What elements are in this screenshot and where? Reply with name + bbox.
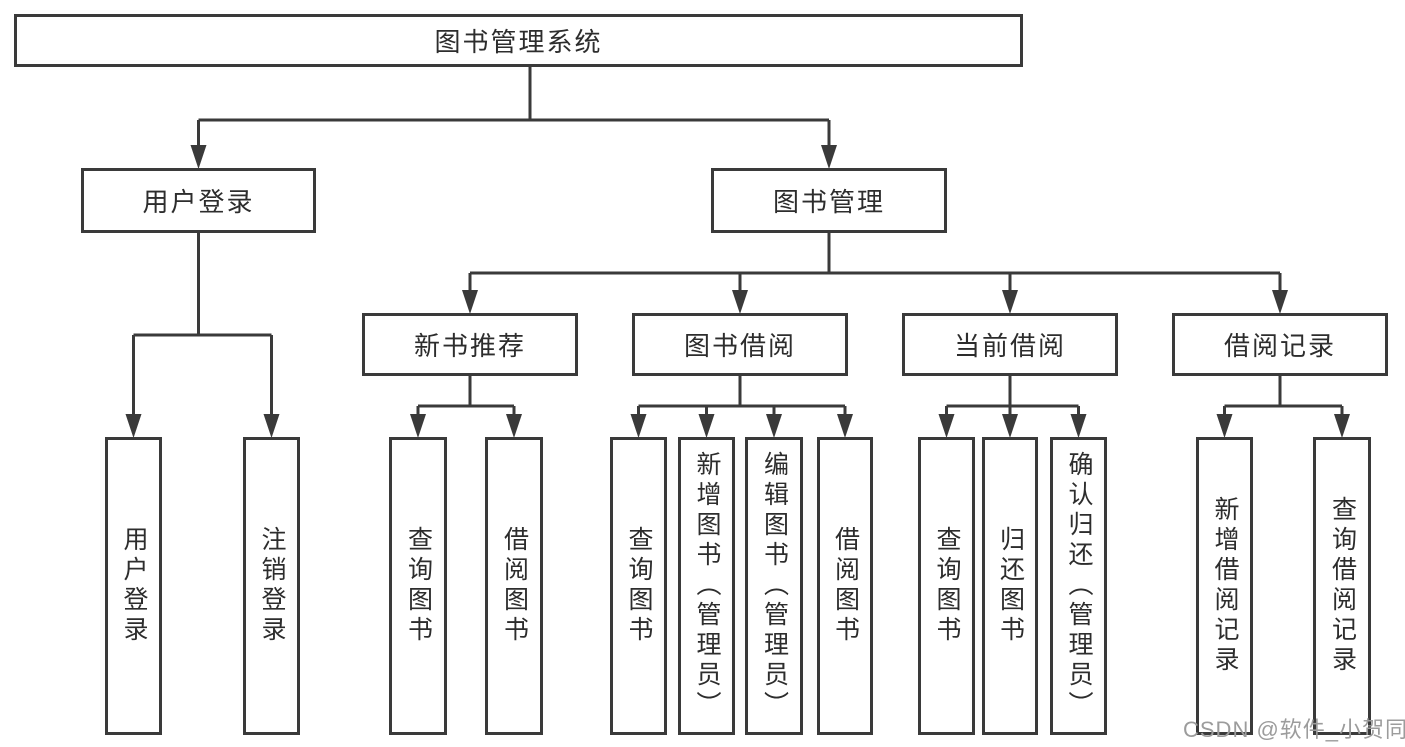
- node-login-logout: 注销登录: [243, 437, 300, 735]
- node-borrow: 图书借阅: [632, 313, 848, 376]
- arrowhead-icon: [837, 414, 853, 438]
- arrowhead-icon: [766, 414, 782, 438]
- arrowhead-icon: [462, 290, 478, 314]
- arrowhead-icon: [1334, 414, 1350, 438]
- node-borrow-lend: 借阅图书: [817, 437, 873, 735]
- arrowhead-icon: [506, 414, 522, 438]
- arrowhead-icon: [938, 414, 955, 438]
- node-rec-borrow: 借阅图书: [485, 437, 543, 735]
- node-current-return: 归还图书: [982, 437, 1038, 735]
- arrowhead-icon: [732, 290, 748, 314]
- node-borrow-edit: 编辑图书（管理员）: [745, 437, 803, 735]
- node-rec: 新书推荐: [362, 313, 578, 376]
- node-login-user: 用户登录: [105, 437, 162, 735]
- node-records: 借阅记录: [1172, 313, 1388, 376]
- arrowhead-icon: [1216, 414, 1233, 438]
- arrowhead-icon: [1272, 290, 1288, 314]
- node-root: 图书管理系统: [14, 14, 1023, 67]
- node-rec-query: 查询图书: [389, 437, 447, 735]
- arrowhead-icon: [263, 414, 280, 438]
- arrowhead-icon: [698, 414, 715, 438]
- arrowhead-icon: [821, 145, 837, 169]
- node-borrow-query: 查询图书: [610, 437, 667, 735]
- node-current-query: 查询图书: [918, 437, 975, 735]
- arrowhead-icon: [1002, 290, 1018, 314]
- node-records-query: 查询借阅记录: [1313, 437, 1371, 735]
- node-borrow-add: 新增图书（管理员）: [678, 437, 735, 735]
- node-current-confirm: 确认归还（管理员）: [1050, 437, 1107, 735]
- arrowhead-icon: [190, 145, 207, 169]
- node-mgmt: 图书管理: [711, 168, 947, 233]
- arrowhead-icon: [630, 414, 647, 438]
- arrowhead-icon: [410, 414, 426, 438]
- arrowhead-icon: [125, 414, 142, 438]
- node-login: 用户登录: [81, 168, 316, 233]
- node-records-add: 新增借阅记录: [1196, 437, 1253, 735]
- watermark: CSDN @软件_小贺同学: [1183, 717, 1405, 742]
- arrowhead-icon: [1070, 414, 1087, 438]
- node-current: 当前借阅: [902, 313, 1118, 376]
- arrowhead-icon: [1002, 414, 1018, 438]
